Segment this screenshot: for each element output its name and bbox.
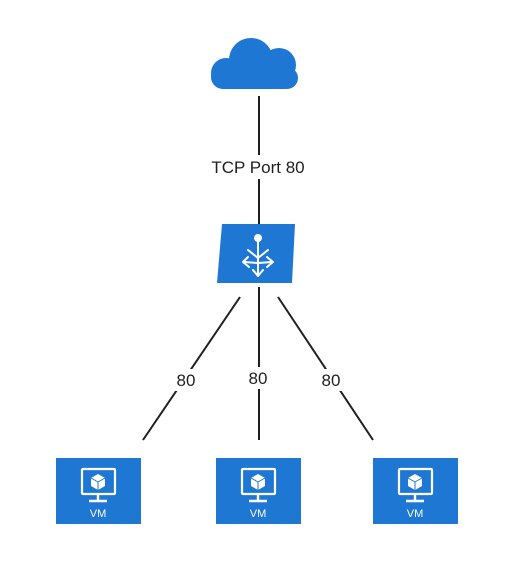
virtual-machine-icon	[80, 467, 117, 503]
lb-to-vm-left-line	[142, 296, 241, 441]
vm-label-left: VM	[90, 508, 107, 520]
tcp-port-label: TCP Port 80	[198, 155, 318, 179]
virtual-machine-icon	[397, 467, 434, 503]
vm-node-center: VM	[216, 458, 301, 524]
branch-port-labels: 80 80 80	[172, 367, 345, 391]
load-balancer-icon	[217, 224, 295, 283]
cloud-icon	[211, 38, 298, 89]
port-label-right: 80	[322, 371, 341, 390]
vm-label-right: VM	[407, 508, 424, 520]
vm-node-left: VM	[56, 458, 141, 524]
virtual-machine-icon	[240, 467, 277, 503]
tcp-port-text: TCP Port 80	[211, 158, 304, 177]
port-label-left: 80	[177, 371, 196, 390]
port-label-center: 80	[249, 369, 268, 388]
lb-to-vm-right-line	[277, 296, 374, 441]
vm-node-right: VM	[373, 458, 458, 524]
vm-label-center: VM	[250, 508, 267, 520]
